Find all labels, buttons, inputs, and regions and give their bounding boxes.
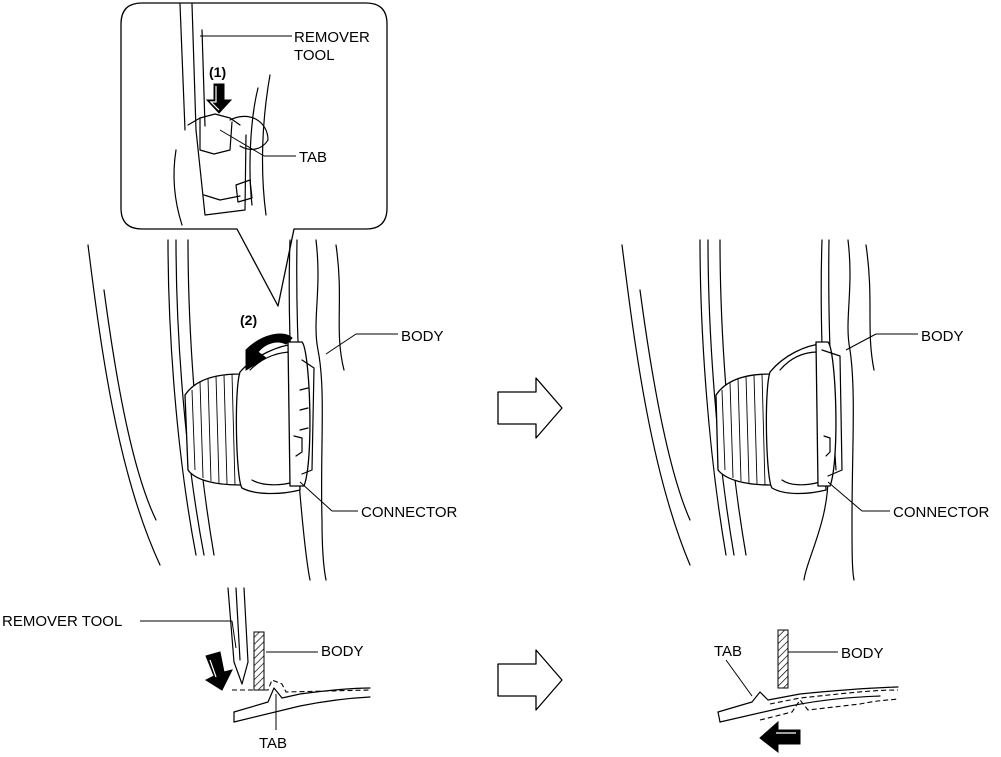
connector-label-right: CONNECTOR <box>893 504 990 521</box>
section-view-left <box>227 587 371 723</box>
next-step-arrow-bottom-icon <box>497 649 563 711</box>
next-step-arrow-top-icon <box>497 377 563 439</box>
step-1-label: (1) <box>209 64 226 80</box>
body-label-left: BODY <box>401 328 444 345</box>
inset-tab-label: TAB <box>299 149 327 166</box>
body-label-bottom-right: BODY <box>841 645 884 662</box>
rotate-arrow-icon <box>245 333 293 371</box>
inset-remover-tool <box>179 3 206 131</box>
inset-connector <box>173 74 271 226</box>
body-label-right: BODY <box>921 328 964 345</box>
tab-label-bottom-left: TAB <box>259 735 287 752</box>
connector-label-left: CONNECTOR <box>361 504 458 521</box>
body-panel-left <box>87 239 345 581</box>
body-label-bottom-left: BODY <box>321 643 364 660</box>
section-view-right <box>717 629 899 723</box>
body-wall-right <box>777 629 789 689</box>
step-2-label: (2) <box>240 312 257 328</box>
push-down-arrow-icon <box>204 651 233 691</box>
inset-down-arrow-icon <box>205 83 233 114</box>
callout-bubble <box>120 2 388 307</box>
tab-label-bottom-right: TAB <box>714 643 742 660</box>
grommet-right <box>715 341 843 495</box>
body-wall-left <box>253 631 265 691</box>
pull-left-arrow-icon <box>759 720 801 754</box>
remover-tool-label-bottom: REMOVER TOOL <box>2 613 122 630</box>
